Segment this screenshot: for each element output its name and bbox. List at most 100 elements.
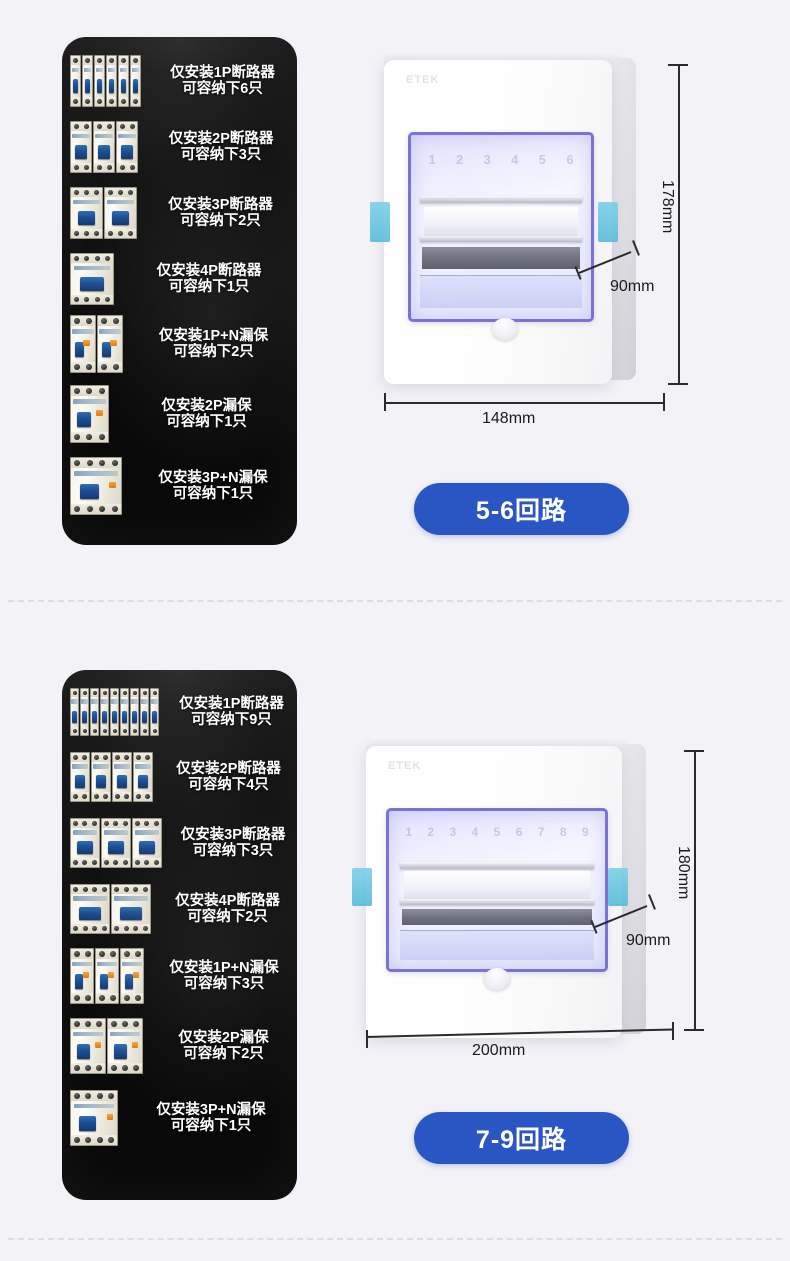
circuit-count-badge-7-9[interactable]: 7-9回路 bbox=[414, 1112, 629, 1164]
module-label-strip bbox=[72, 133, 90, 139]
door-latch-left[interactable] bbox=[370, 202, 390, 242]
rcd-test-button bbox=[132, 1042, 138, 1048]
module-label-strip bbox=[122, 961, 142, 967]
terminal-screw bbox=[102, 691, 107, 695]
breaker-module bbox=[116, 121, 138, 173]
module-label-strip bbox=[72, 830, 98, 835]
terminal-screw bbox=[134, 995, 141, 1001]
circuit-count-badge-5-6[interactable]: 5-6回路 bbox=[414, 483, 629, 535]
terminal-screw bbox=[145, 794, 150, 799]
terminal-screw bbox=[73, 231, 79, 236]
door-handle-knob[interactable] bbox=[492, 318, 518, 340]
module-label-strip bbox=[73, 1103, 115, 1109]
breaker-module bbox=[70, 1090, 118, 1146]
capacity-text-line2: 可容纳下2只 bbox=[173, 344, 254, 360]
capacity-text: 仅安装2P漏保可容纳下2只 bbox=[150, 1030, 297, 1062]
door-latch-right[interactable] bbox=[598, 202, 618, 242]
breaker-module bbox=[70, 818, 100, 868]
module-face bbox=[107, 65, 116, 97]
breaker-module bbox=[132, 818, 162, 868]
capacity-text-line2: 可容纳下3只 bbox=[192, 843, 274, 859]
capacity-text-line2: 可容纳下1只 bbox=[168, 279, 250, 295]
breaker-toggle-lever bbox=[82, 710, 87, 723]
terminal-row bbox=[98, 316, 122, 326]
terminal-screw bbox=[133, 1021, 140, 1027]
breaker-toggle-lever bbox=[137, 775, 149, 788]
module-label-strip bbox=[97, 961, 117, 967]
capacity-row: 仅安装2P漏保可容纳下1只 bbox=[62, 385, 297, 443]
capacity-text: 仅安装1P+N漏保可容纳下3只 bbox=[151, 960, 297, 992]
terminal-screw bbox=[119, 124, 125, 129]
terminal-screw bbox=[98, 434, 105, 440]
terminal-screw bbox=[133, 926, 139, 931]
terminal-row bbox=[92, 753, 110, 762]
terminal-row bbox=[71, 386, 108, 396]
terminal-screw bbox=[128, 231, 134, 236]
terminal-screw bbox=[142, 926, 148, 931]
module-label-strip bbox=[114, 896, 148, 901]
terminal-screw bbox=[73, 165, 79, 170]
module-label-strip bbox=[106, 199, 135, 205]
terminal-row bbox=[92, 792, 110, 801]
breaker-toggle-lever bbox=[79, 276, 105, 291]
neutral-pigtails bbox=[96, 1003, 118, 1004]
terminal-row bbox=[131, 97, 140, 106]
breaker-module bbox=[70, 253, 114, 305]
breaker-module bbox=[112, 752, 132, 802]
dim-height-line bbox=[678, 64, 680, 384]
terminal-screw bbox=[73, 1137, 80, 1143]
terminal-screw bbox=[94, 755, 99, 760]
terminal-row bbox=[95, 56, 104, 65]
door-latch-right[interactable] bbox=[608, 868, 628, 906]
module-face bbox=[131, 697, 138, 727]
breaker-module bbox=[70, 688, 79, 736]
terminal-row bbox=[101, 727, 108, 735]
terminal-screw bbox=[84, 256, 90, 261]
dim-height-cap-top bbox=[668, 64, 688, 66]
breaker-module bbox=[130, 688, 139, 736]
terminal-screw bbox=[73, 58, 78, 63]
terminal-row bbox=[83, 97, 92, 106]
terminal-screw bbox=[85, 1137, 92, 1143]
breaker-toggle-lever bbox=[152, 710, 157, 723]
capacity-row: 仅安装3P断路器可容纳下3只 bbox=[62, 818, 297, 868]
neutral-pigtails bbox=[108, 1073, 142, 1074]
module-face bbox=[92, 762, 110, 792]
terminal-screw bbox=[85, 99, 90, 104]
breaker-toggle-lever bbox=[74, 973, 84, 989]
breaker-group bbox=[70, 121, 139, 173]
neutral-pigtails bbox=[71, 1003, 93, 1004]
terminal-screw bbox=[74, 364, 80, 370]
terminal-screw bbox=[91, 860, 97, 865]
module-face bbox=[95, 65, 104, 97]
breaker-group bbox=[70, 187, 138, 239]
breaker-toggle-lever bbox=[132, 710, 137, 723]
module-face bbox=[113, 762, 131, 792]
terminal-screw bbox=[72, 691, 77, 695]
door-handle-knob[interactable] bbox=[484, 968, 510, 990]
terminal-screw bbox=[136, 755, 141, 760]
breaker-module bbox=[93, 121, 115, 173]
terminal-row bbox=[111, 727, 118, 735]
capacity-text-line2: 可容纳下1只 bbox=[166, 414, 247, 430]
terminal-screw bbox=[84, 1065, 91, 1071]
dim-height-line bbox=[694, 750, 696, 1030]
rcd-test-button bbox=[110, 340, 117, 346]
breaker-group bbox=[70, 884, 152, 934]
terminal-row bbox=[112, 885, 150, 894]
rcd-test-button bbox=[96, 410, 103, 416]
terminal-screw bbox=[101, 926, 107, 931]
terminal-screw bbox=[124, 794, 129, 799]
module-label-strip bbox=[119, 67, 128, 73]
slot-number: 6 bbox=[515, 825, 523, 840]
terminal-row bbox=[96, 993, 118, 1003]
door-latch-left[interactable] bbox=[352, 868, 372, 906]
dim-depth-cap-right bbox=[648, 894, 656, 910]
terminal-screw bbox=[73, 1021, 80, 1027]
terminal-row bbox=[121, 727, 128, 735]
terminal-row bbox=[121, 689, 128, 697]
